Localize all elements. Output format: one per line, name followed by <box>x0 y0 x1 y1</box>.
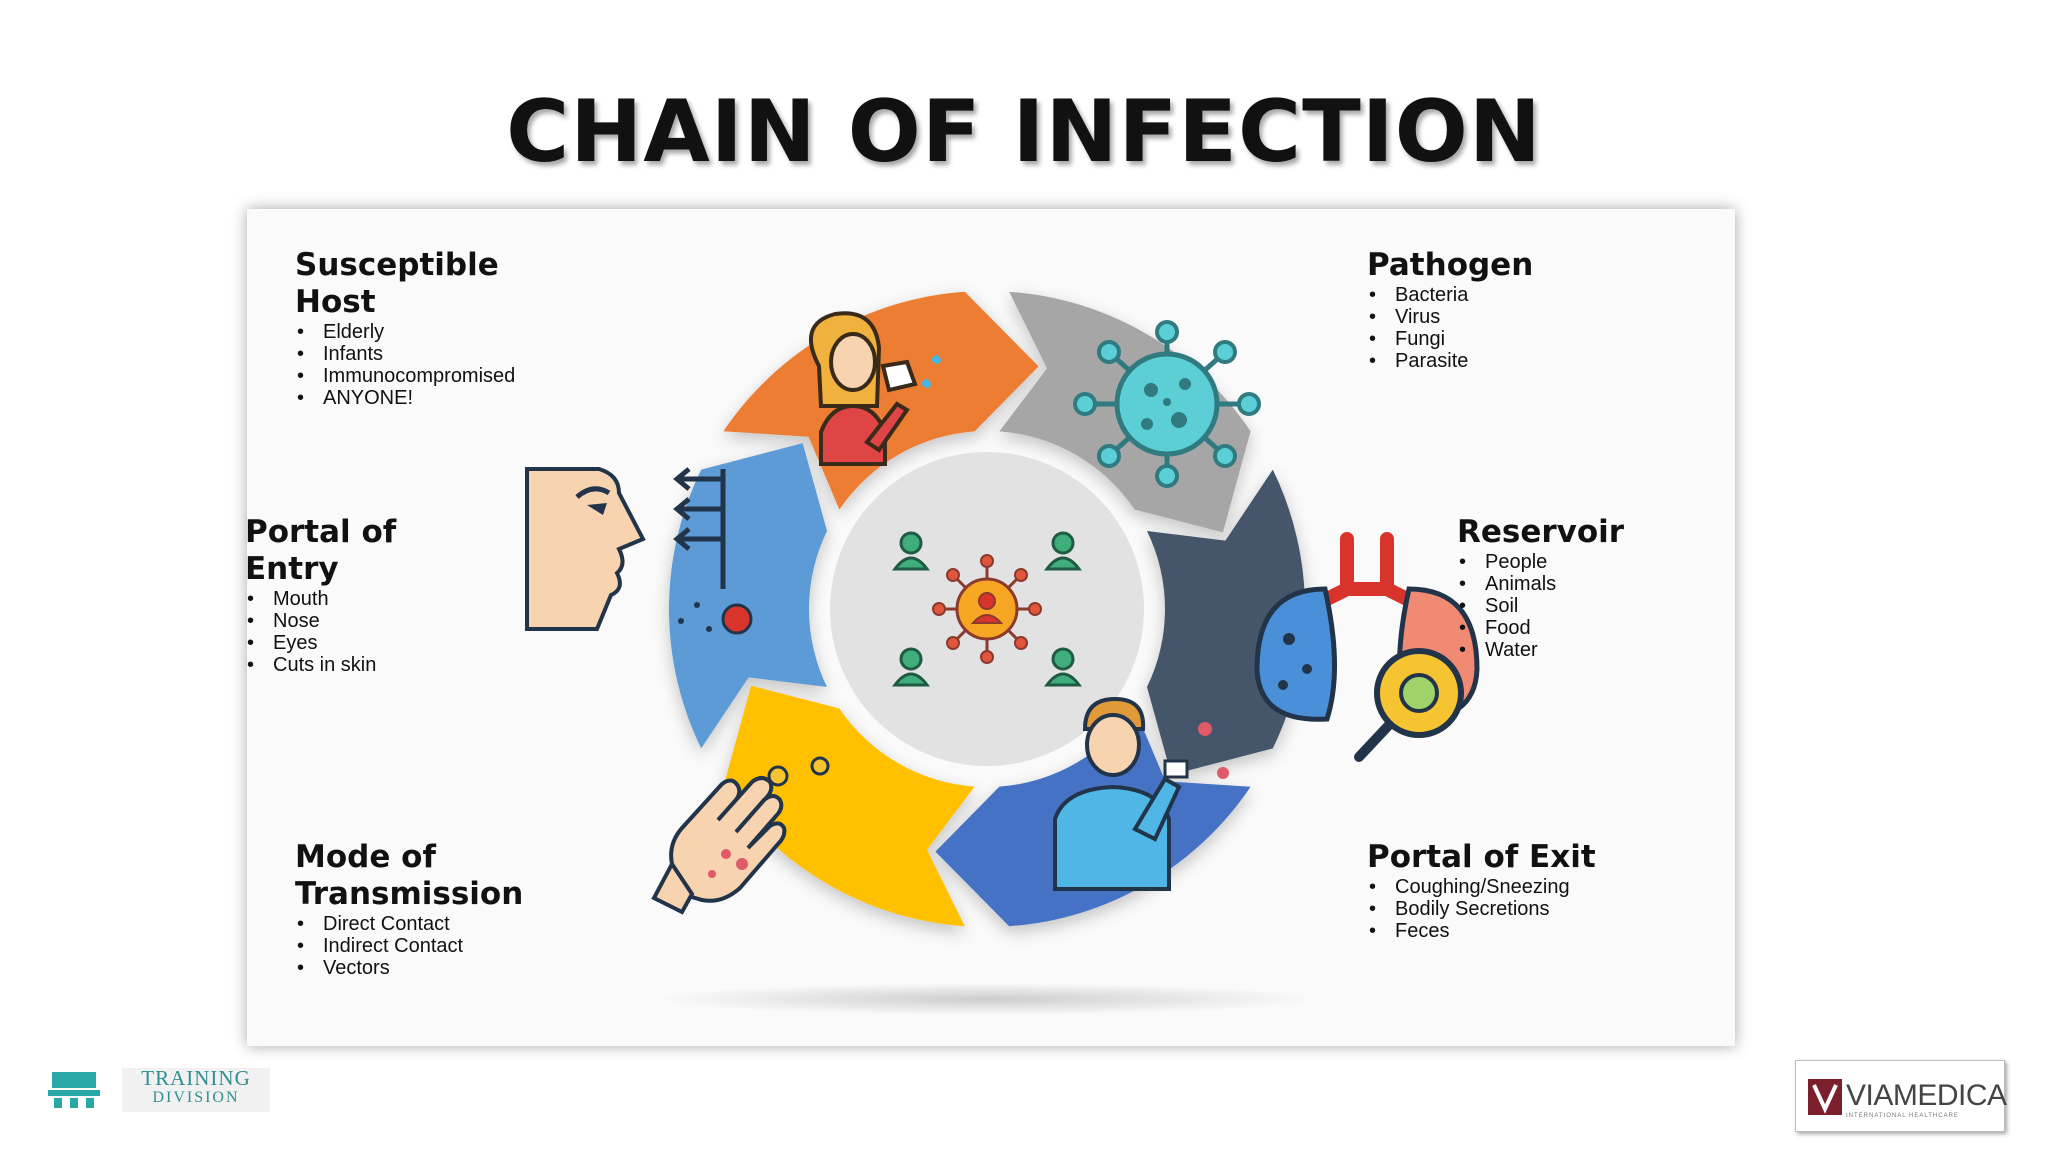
mode-of-transmission-title-line1: Mode of <box>295 839 436 875</box>
portal-of-entry-title-line1: Portal of <box>245 514 397 550</box>
list-item: Feces <box>1369 920 1687 942</box>
person-coughing-icon <box>1053 696 1229 891</box>
viamedica-logo: VIAMEDICA INTERNATIONAL HEALTHCARE <box>1795 1060 2007 1132</box>
list-item: Direct Contact <box>297 913 615 935</box>
logo-line2: DIVISION <box>152 1089 240 1106</box>
list-item: Infants <box>297 343 615 365</box>
training-division-wordmark: TRAINING DIVISION <box>122 1068 270 1112</box>
segment-portal-of-entry <box>669 443 827 749</box>
page-title: CHAIN OF INFECTION <box>506 82 1542 182</box>
list-item: Mouth <box>247 588 565 610</box>
list-item: Water <box>1459 639 1777 661</box>
list-item: Cuts in skin <box>247 654 565 676</box>
person-sneezing-icon <box>809 311 941 466</box>
list-item: Animals <box>1459 573 1777 595</box>
viamedica-subtitle: INTERNATIONAL HEALTHCARE <box>1846 1113 1959 1119</box>
virus-icon <box>1073 320 1261 488</box>
label-pathogen: Pathogen Bacteria Virus Fungi Parasite <box>1367 247 1687 372</box>
logo-line1: TRAINING <box>141 1066 251 1090</box>
list-item: ANYONE! <box>297 387 615 409</box>
list-item: Bodily Secretions <box>1369 898 1687 920</box>
portal-of-exit-list: Coughing/Sneezing Bodily Secretions Fece… <box>1367 876 1687 942</box>
list-item: Immunocompromised <box>297 365 615 387</box>
viamedica-brand: VIAMEDICA <box>1846 1079 2007 1112</box>
list-item: Soil <box>1459 595 1777 617</box>
list-item: Nose <box>247 610 565 632</box>
cycle-wheel <box>525 291 1480 1015</box>
classroom-icon <box>48 1072 100 1108</box>
list-item: Bacteria <box>1369 284 1687 306</box>
portal-of-exit-title: Portal of Exit <box>1367 839 1596 875</box>
segment-susceptible-host <box>723 291 1039 510</box>
mode-of-transmission-list: Direct Contact Indirect Contact Vectors <box>295 913 615 979</box>
susceptible-host-title-line2: Host <box>295 284 376 320</box>
people-network-icon <box>892 531 1082 687</box>
contaminated-hand-icon <box>651 756 830 915</box>
susceptible-host-list: Elderly Infants Immunocompromised ANYONE… <box>295 321 615 409</box>
lungs-magnifier-icon <box>1254 532 1480 762</box>
list-item: Parasite <box>1369 350 1687 372</box>
list-item: Coughing/Sneezing <box>1369 876 1687 898</box>
viamedica-mark-icon <box>1808 1079 1842 1115</box>
portal-of-entry-title-line2: Entry <box>245 551 339 587</box>
portal-of-entry-list: Mouth Nose Eyes Cuts in skin <box>245 588 565 676</box>
reservoir-list: People Animals Soil Food Water <box>1457 551 1777 661</box>
mode-of-transmission-title-line2: Transmission <box>295 876 524 912</box>
label-portal-of-exit: Portal of Exit Coughing/Sneezing Bodily … <box>1367 839 1687 942</box>
list-item: Vectors <box>297 957 615 979</box>
list-item: Virus <box>1369 306 1687 328</box>
list-item: Eyes <box>247 632 565 654</box>
list-item: Fungi <box>1369 328 1687 350</box>
list-item: People <box>1459 551 1777 573</box>
training-division-logo: TRAINING DIVISION <box>44 1064 270 1114</box>
pathogen-title: Pathogen <box>1367 247 1534 283</box>
list-item: Food <box>1459 617 1777 639</box>
label-reservoir: Reservoir People Animals Soil Food Water <box>1457 514 1777 661</box>
susceptible-host-title-line1: Susceptible <box>295 247 499 283</box>
floor-shadow <box>657 983 1317 1015</box>
segment-mode-of-transmission <box>723 685 975 927</box>
pathogen-list: Bacteria Virus Fungi Parasite <box>1367 284 1687 372</box>
list-item: Indirect Contact <box>297 935 615 957</box>
list-item: Elderly <box>297 321 615 343</box>
reservoir-title: Reservoir <box>1457 514 1625 550</box>
